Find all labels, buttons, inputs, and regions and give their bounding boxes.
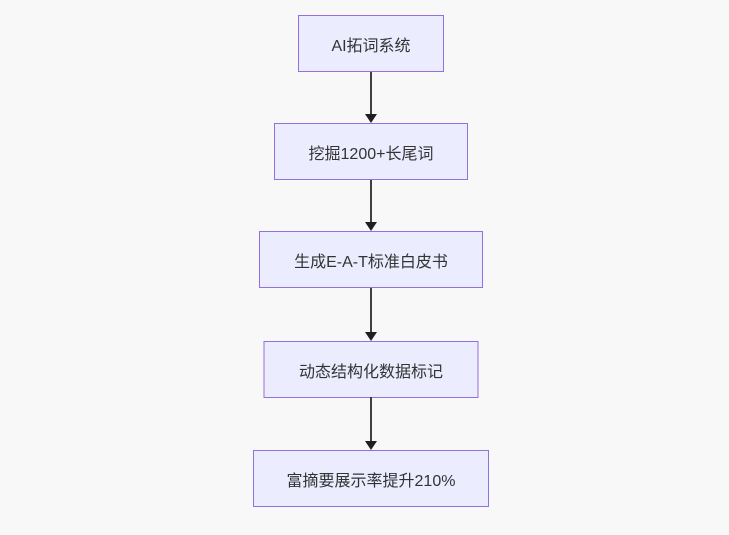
flow-node-eat-whitepaper: 生成E-A-T标准白皮书 — [259, 231, 483, 288]
arrow-line — [370, 180, 372, 224]
flow-node-label: 挖掘1200+长尾词 — [308, 145, 434, 163]
flow-node-rich-snippet-result: 富摘要展示率提升210% — [253, 450, 489, 507]
flow-node-longtail-mining: 挖掘1200+长尾词 — [274, 123, 468, 180]
arrowhead-icon — [365, 114, 377, 123]
flow-arrow-2 — [364, 180, 378, 231]
flow-arrow-1 — [364, 72, 378, 123]
flow-node-structured-data: 动态结构化数据标记 — [263, 341, 479, 398]
arrow-line — [370, 288, 372, 334]
arrowhead-icon — [365, 222, 377, 231]
flow-node-label: 富摘要展示率提升210% — [286, 472, 456, 490]
arrowhead-icon — [365, 332, 377, 341]
flow-node-label: 生成E-A-T标准白皮书 — [294, 253, 448, 271]
arrowhead-icon — [365, 441, 377, 450]
flow-node-ai-word-system: AI拓词系统 — [298, 15, 444, 72]
arrow-line — [370, 72, 372, 116]
flow-arrow-4 — [364, 397, 378, 450]
arrow-line — [370, 397, 372, 443]
flow-arrow-3 — [364, 288, 378, 341]
flow-node-label: AI拓词系统 — [331, 37, 411, 55]
flow-node-label: 动态结构化数据标记 — [298, 363, 443, 381]
